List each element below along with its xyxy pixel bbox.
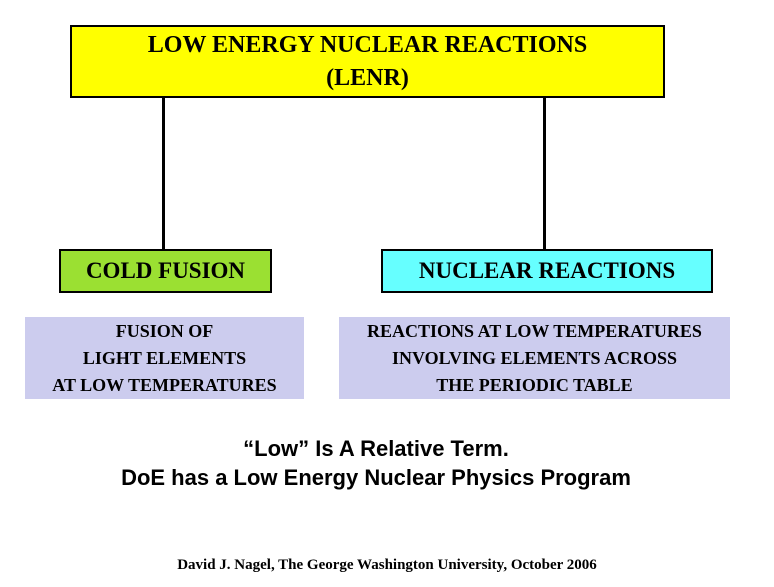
attribution-text: David J. Nagel, The George Washington Un… bbox=[177, 557, 597, 573]
title-box: LOW ENERGY NUCLEAR REACTIONS (LENR) bbox=[70, 25, 665, 98]
connector-line-right bbox=[543, 98, 546, 250]
title-line-1: LOW ENERGY NUCLEAR REACTIONS bbox=[147, 31, 588, 58]
statement-line-1: “Low” Is A Relative Term. bbox=[243, 436, 509, 461]
nuclear-reactions-label: NUCLEAR REACTIONS bbox=[418, 258, 676, 283]
detail-line: INVOLVING ELEMENTS ACROSS bbox=[391, 347, 678, 368]
cold-fusion-box: COLD FUSION bbox=[59, 249, 272, 293]
detail-line: THE PERIODIC TABLE bbox=[436, 374, 633, 395]
nuclear-reactions-box: NUCLEAR REACTIONS bbox=[381, 249, 713, 293]
title-line-2: (LENR) bbox=[326, 64, 409, 91]
statement-text: “Low” Is A Relative Term. DoE has a Low … bbox=[0, 434, 752, 492]
detail-line: AT LOW TEMPERATURES bbox=[52, 374, 277, 395]
detail-line: FUSION OF bbox=[115, 320, 214, 341]
connector-line-left bbox=[162, 98, 165, 250]
statement-line-2: DoE has a Low Energy Nuclear Physics Pro… bbox=[121, 465, 631, 490]
nuclear-reactions-detail-box: REACTIONS AT LOW TEMPERATURES INVOLVING … bbox=[339, 317, 730, 399]
detail-line: LIGHT ELEMENTS bbox=[82, 347, 247, 368]
cold-fusion-label: COLD FUSION bbox=[85, 258, 246, 283]
cold-fusion-detail-box: FUSION OF LIGHT ELEMENTS AT LOW TEMPERAT… bbox=[25, 317, 304, 399]
detail-line: REACTIONS AT LOW TEMPERATURES bbox=[367, 320, 702, 341]
